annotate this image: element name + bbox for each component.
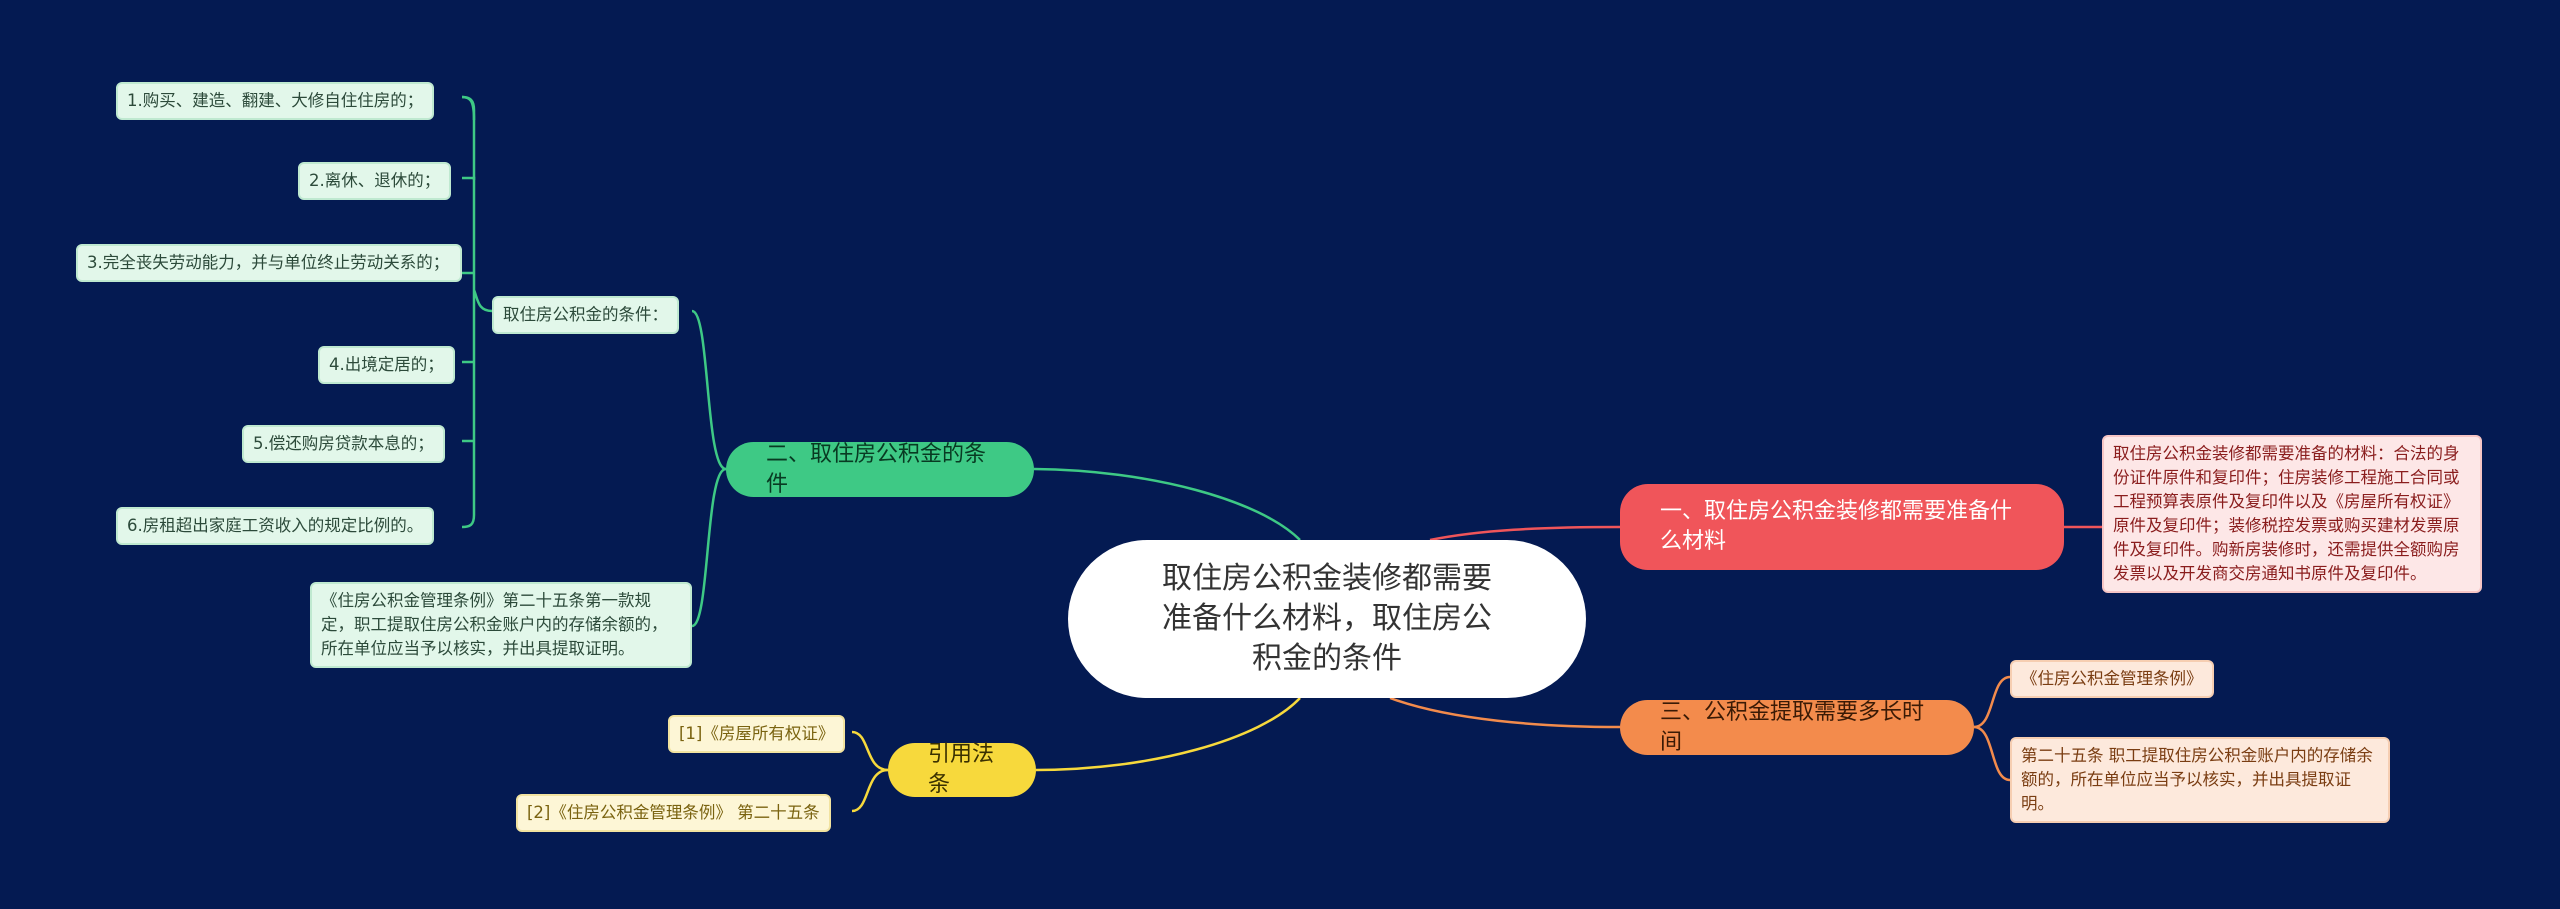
materials-detail[interactable]: 取住房公积金装修都需要准备的材料：合法的身份证件原件和复印件；住房装修工程施工合…: [2102, 435, 2482, 593]
subtopic-conditions[interactable]: 取住房公积金的条件：: [492, 296, 679, 334]
link-sub-2: [462, 176, 476, 180]
regulation-note[interactable]: 《住房公积金管理条例》第二十五条第一款规定，职工提取住房公积金账户内的存储余额的…: [310, 582, 692, 668]
link-sub-1: [461, 95, 476, 121]
link-root-time: [1389, 696, 1621, 729]
condition-item-1[interactable]: 1.购买、建造、翻建、大修自住住房的；: [116, 82, 435, 120]
link-refs-2: [851, 768, 889, 813]
link-refs-1: [851, 730, 889, 772]
link-subtopic-bracket: [461, 95, 493, 529]
branch-references-label: 引用法条: [928, 742, 995, 797]
branch-materials-label: 一、取住房公积金装修都需要准备什么材料: [1660, 499, 2013, 554]
root-topic[interactable]: 取住房公积金装修都需要准备什么材料，取住房公积金的条件: [1068, 540, 1586, 698]
reference-item-2[interactable]: [2]《住房公积金管理条例》 第二十五条: [516, 794, 831, 832]
reference-item-1[interactable]: [1]《房屋所有权证》: [668, 715, 846, 753]
link-conditions-subtopic: [691, 309, 727, 471]
link-time-detail: [1973, 725, 2011, 782]
condition-item-4[interactable]: 4.出境定居的；: [318, 346, 455, 384]
branch-conditions[interactable]: 二、取住房公积金的条件: [726, 442, 1034, 497]
time-detail[interactable]: 第二十五条 职工提取住房公积金账户内的存储余额的，所在单位应当予以核实，并出具提…: [2010, 737, 2390, 823]
link-root-conditions: [1033, 467, 1301, 541]
time-source[interactable]: 《住房公积金管理条例》: [2010, 660, 2214, 698]
link-conditions-regulation: [691, 467, 727, 628]
condition-item-6[interactable]: 6.房租超出家庭工资收入的规定比例的。: [116, 507, 435, 545]
condition-item-2[interactable]: 2.离休、退休的；: [298, 162, 452, 200]
branch-time-label: 三、公积金提取需要多长时间: [1660, 699, 1925, 755]
branch-materials[interactable]: 一、取住房公积金装修都需要准备什么材料: [1620, 484, 2064, 570]
branch-time[interactable]: 三、公积金提取需要多长时间: [1620, 700, 1974, 755]
branch-conditions-label: 二、取住房公积金的条件: [766, 441, 987, 497]
link-root-refs: [1035, 697, 1301, 772]
condition-item-3[interactable]: 3.完全丧失劳动能力，并与单位终止劳动关系的；: [76, 244, 462, 282]
condition-item-5[interactable]: 5.偿还购房贷款本息的；: [242, 425, 445, 463]
branch-references[interactable]: 引用法条: [888, 742, 1036, 797]
root-title: 取住房公积金装修都需要准备什么材料，取住房公积金的条件: [1162, 561, 1492, 676]
link-time-source: [1973, 675, 2011, 729]
link-root-materials: [1429, 525, 1621, 542]
